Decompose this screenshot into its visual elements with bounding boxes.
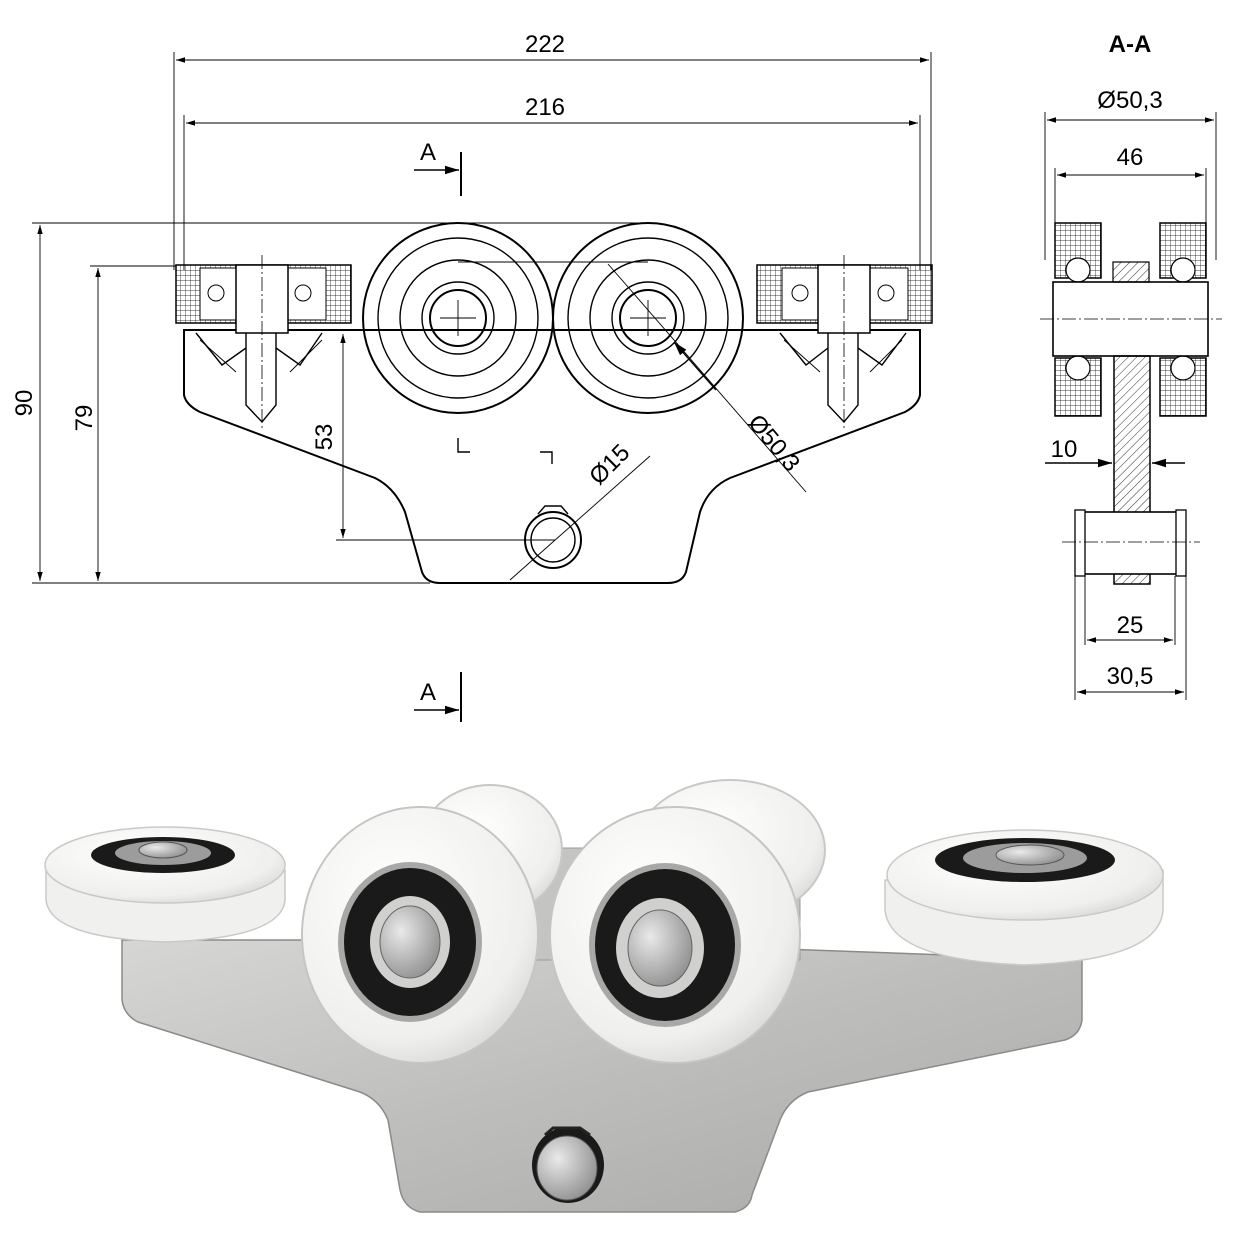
dim-label-222: 222 (525, 31, 565, 58)
dimension-height-total: 90 (11, 222, 470, 584)
section-view-aa: A-A Ø50,3 46 10 (1040, 31, 1222, 700)
main-wheel-left (362, 222, 554, 414)
pin-diameter-feature: Ø15 (509, 439, 651, 581)
dim-label-plate-thickness: 10 (1051, 436, 1078, 463)
dimension-axle-height: 53 (311, 334, 555, 541)
carrier-plate (183, 329, 921, 584)
section-marker-bottom: A (414, 672, 462, 722)
render-guide-roller-right (884, 829, 1164, 966)
dim-label-pin-outer: 30,5 (1107, 663, 1154, 690)
dim-label-pin-inner: 25 (1117, 612, 1144, 639)
right-guide-roller (756, 255, 933, 430)
dimension-overall-width: 222 (173, 31, 932, 270)
dim-label-aa-width: 46 (1117, 144, 1144, 171)
dimension-wheel-span: 216 (183, 94, 921, 270)
main-wheel-right: Ø50,3 (552, 222, 807, 493)
front-view: 222 216 A A 90 (11, 31, 933, 722)
svg-text:79: 79 (71, 405, 98, 432)
render-main-wheel-right (549, 806, 801, 1064)
center-mark (457, 438, 470, 453)
dim-label-aa-diameter: Ø50,3 (1097, 87, 1162, 114)
product-render (44, 779, 1164, 1213)
dim-label-wheel-diameter: Ø50,3 (742, 409, 805, 476)
svg-text:53: 53 (311, 424, 338, 451)
dimension-height-wheels: 79 (71, 265, 176, 581)
dim-label-216: 216 (525, 94, 565, 121)
svg-text:A: A (420, 139, 436, 166)
center-mark (540, 451, 553, 464)
section-title: A-A (1109, 31, 1152, 58)
section-marker-top: A (414, 139, 462, 196)
left-guide-roller (175, 255, 352, 430)
dim-label-pin: Ø15 (584, 439, 635, 490)
render-pin (532, 1126, 604, 1203)
svg-text:A: A (420, 679, 436, 706)
render-guide-roller-left (44, 826, 286, 943)
render-main-wheel-left (301, 806, 539, 1064)
svg-text:90: 90 (11, 390, 38, 417)
